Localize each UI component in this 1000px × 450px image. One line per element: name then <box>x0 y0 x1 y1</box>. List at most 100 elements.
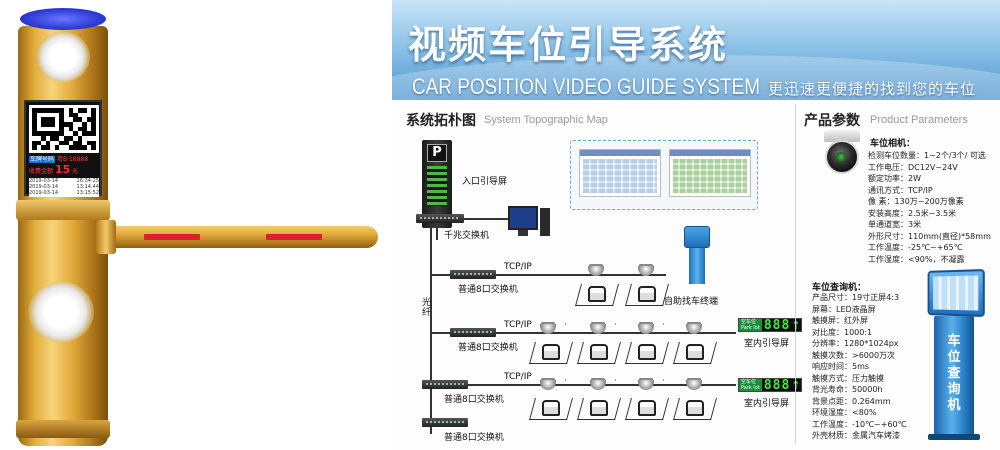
fiber-label: 光纤 <box>422 298 432 318</box>
parking-spot-icon <box>673 394 717 420</box>
tcpip-label: TCP/IP <box>504 372 532 382</box>
param-row: 像 素：130万~200万像素 <box>868 197 964 206</box>
screen-thumb <box>669 149 751 197</box>
log-row: 2019-03-14 16:34:25 <box>29 178 99 185</box>
camera-icon <box>540 322 556 334</box>
parking-spot-icon <box>625 338 669 364</box>
camera-icon <box>638 322 654 334</box>
section-divider <box>795 104 796 444</box>
link-line <box>430 274 452 276</box>
gate-base <box>16 420 110 438</box>
poster-title: 视频车位引导系统 <box>408 23 729 67</box>
bottom-lamp-icon <box>28 282 94 342</box>
link-line <box>430 332 452 334</box>
switch-label: 普通8口交换机 <box>458 343 518 353</box>
fiber-trunk <box>430 224 432 434</box>
param-row: 工作电压：DC12V~24V <box>868 162 958 172</box>
gate-column <box>18 26 108 446</box>
ellipsis: · <box>564 320 569 330</box>
gigabit-switch-icon <box>416 214 464 223</box>
switch-icon <box>450 270 496 279</box>
parking-spot-icon <box>529 338 573 364</box>
poster-banner: 视频车位引导系统 CAR POSITION VIDEO GUIDE SYSTEM… <box>392 0 1000 100</box>
screen-thumb <box>579 149 661 197</box>
topology-subtitle: System Topographic Map <box>484 114 608 126</box>
param-row: 工作温度：-25℃~+65℃ <box>868 243 963 252</box>
gigabit-switch-label: 千兆交换机 <box>444 231 490 241</box>
param-row: 对比度：1000:1 <box>812 327 873 337</box>
fee-amount: 15 <box>54 164 71 176</box>
self-service-kiosk-icon <box>684 226 710 288</box>
parking-spot-icon <box>673 338 717 364</box>
link-line <box>496 332 736 334</box>
topology-title: 系统拓朴图 <box>406 113 476 129</box>
link-line <box>436 228 438 240</box>
camera-icon <box>686 322 702 334</box>
fee-row: 收费金额 15 元 <box>29 164 79 176</box>
parking-spot-icon <box>625 280 669 306</box>
parking-spot-icon <box>577 394 621 420</box>
param-row: 触摸屏：红外屏 <box>812 316 868 325</box>
ellipsis: · <box>662 320 667 330</box>
tcpip-label: TCP/IP <box>504 262 532 272</box>
kiosk-vertical-label: 车位查询机 <box>947 334 961 413</box>
param-row: 外形尺寸：110mm(直径)*58mm <box>868 231 991 241</box>
camera-icon <box>638 378 654 390</box>
arm-stripe <box>266 234 322 240</box>
dome-camera-icon <box>822 130 864 180</box>
indoor-screen-label: 室内引导屏 <box>744 399 790 409</box>
computer-icon <box>508 206 550 238</box>
banner-wave <box>392 55 1000 100</box>
entrance-screen-icon: P <box>422 140 452 228</box>
plate-row: 车牌号码 粤B·16888 <box>29 156 89 163</box>
camera-icon <box>590 322 606 334</box>
kiosk-params-title: 车位查询机： <box>812 283 867 293</box>
camera-params-title: 车位相机： <box>870 139 916 149</box>
param-row: 分辨率：1280*1024px <box>812 339 899 348</box>
param-row: 屏幕：LED液晶屏 <box>812 304 876 314</box>
software-screenshot <box>570 140 758 210</box>
parking-spot-icon <box>577 338 621 364</box>
top-lamp-icon <box>36 32 90 82</box>
ellipsis: · <box>614 376 619 386</box>
gate-warning-light <box>20 8 106 30</box>
switch-icon <box>422 380 468 389</box>
camera-icon <box>540 378 556 390</box>
switch-label: 普通8口交换机 <box>444 433 504 443</box>
tcpip-label: TCP/IP <box>504 320 532 330</box>
switch-label: 普通8口交换机 <box>458 285 518 295</box>
indoor-screen-label: 室内引导屏 <box>744 339 790 349</box>
param-row: 背光寿命：50000h <box>812 385 883 394</box>
param-row: 触摸方式：压力触摸 <box>812 373 884 383</box>
parking-spot-icon <box>575 280 619 306</box>
plate-number: 粤B·16888 <box>56 156 89 163</box>
param-row: 安装高度：2.5米~3.5米 <box>868 208 957 218</box>
param-row: 环境湿度：<80% <box>812 408 877 417</box>
param-row: 单通道宽：3米 <box>868 220 922 229</box>
product-poster: 视频车位引导系统 CAR POSITION VIDEO GUIDE SYSTEM… <box>392 0 1000 450</box>
switch-icon <box>422 418 468 427</box>
param-row: 通讯方式：TCP/IP <box>868 185 933 195</box>
param-row: 产品尺寸：19寸正屏4:3 <box>812 293 900 302</box>
kiosk-label: 自助找车终端 <box>664 297 719 307</box>
poster-title-en: CAR POSITION VIDEO GUIDE SYSTEM <box>412 74 760 99</box>
switch-label: 普通8口交换机 <box>444 395 504 405</box>
log-row: 2019-03-14 13:14:44 <box>29 184 99 191</box>
poster-slogan: 更迅速更便捷的找到您的车位 <box>768 80 977 98</box>
arm-stripe <box>144 234 200 240</box>
parking-spot-icon <box>625 394 669 420</box>
params-title: 产品参数 <box>804 113 860 129</box>
log-row: 2019-03-14 13:15:52 <box>29 190 99 197</box>
barrier-gate-image: 车牌号码 粤B·16888 收费金额 15 元 2019-03-14 16:34… <box>0 0 390 450</box>
camera-icon <box>638 264 654 276</box>
arm-bracket <box>96 220 116 254</box>
link-line <box>496 274 666 276</box>
ellipsis: · <box>614 320 619 330</box>
param-row: 检测车位数量：1~2个/3个/ 可选 <box>868 151 986 160</box>
camera-icon <box>590 378 606 390</box>
gate-display-screen: 车牌号码 粤B·16888 收费金额 15 元 2019-03-14 16:34… <box>24 100 102 197</box>
param-row: 触摸次数：>6000万次 <box>812 350 896 360</box>
entrance-screen-label: 入口引导屏 <box>462 177 508 187</box>
